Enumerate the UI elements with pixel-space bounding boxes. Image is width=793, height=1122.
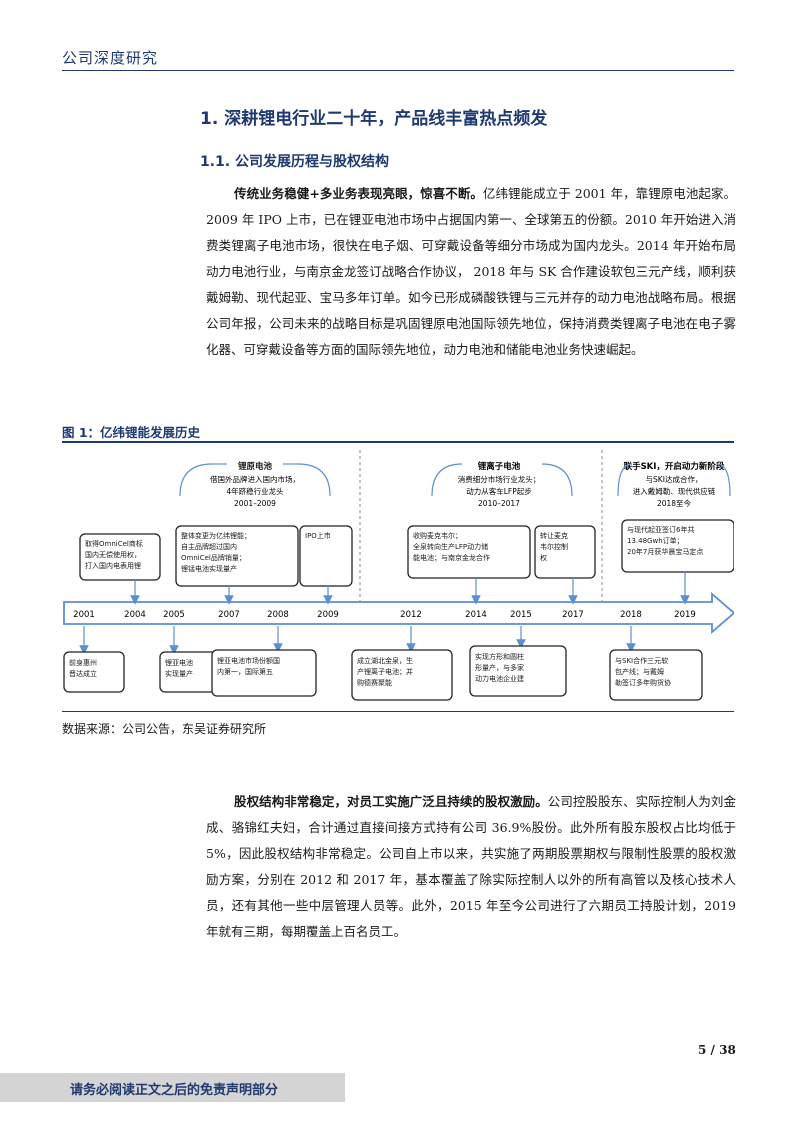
top-event-box-0 — [79, 533, 161, 581]
bottom-event-text: 包产线；与戴姆 — [615, 667, 664, 676]
bottom-event-text: 动力电池企业建 — [475, 674, 524, 683]
top-event-text: 自主品牌超过国内 — [181, 542, 237, 551]
year-label-2009: 2009 — [317, 610, 339, 620]
bottom-event-text: 实现量产 — [165, 669, 193, 678]
top-event-text: 整体变更为亿纬锂能； — [181, 531, 251, 540]
phase1-period: 2001–2009 — [234, 499, 276, 508]
bottom-event-text: 内第一，国际第五 — [217, 667, 273, 676]
bottom-event-box-2 — [211, 649, 317, 697]
bottom-event-text: 晋达成立 — [69, 669, 97, 678]
phase1-line1: 借国外品牌进入国内市场， — [210, 474, 300, 484]
timeline-diagram: 锂原电池 借国外品牌进入国内市场， 4年跻稳行业龙头 2001–2009 锂离子… — [63, 450, 734, 701]
top-event-text: 收购麦克韦尔； — [413, 531, 462, 540]
bottom-event-box-4 — [469, 645, 567, 697]
bottom-event-text: 锂亚电池市场份额国 — [217, 656, 280, 665]
bottom-event-text: 成立湖北金泉，生 — [357, 656, 413, 665]
figure-top-rule — [62, 441, 734, 443]
bottom-event-text: 形量产，与多家 — [475, 663, 524, 672]
phase3-line1: 与SKI达成合作， — [646, 474, 703, 484]
bottom-event-text: 产锂离子电池；并 — [357, 667, 413, 676]
top-event-text: 国内无偿使用权， — [85, 550, 141, 559]
year-label-2018: 2018 — [620, 610, 642, 620]
phase2-line1: 消费细分市场行业龙头； — [458, 474, 541, 484]
phase3-period: 2018至今 — [657, 498, 692, 508]
phase2-title: 锂离子电池 — [478, 461, 521, 472]
bottom-event-text: 勒签订多年购货协 — [615, 678, 671, 687]
report-category: 公司深度研究 — [62, 49, 159, 67]
top-event-text: 权 — [540, 553, 547, 562]
phase3-line2: 进入戴姆勒、现代供应链 — [633, 486, 716, 496]
top-event-box-2 — [299, 525, 353, 587]
subsection-heading: 1.1. 公司发展历程与股权结构 — [200, 154, 389, 170]
year-label-2012: 2012 — [400, 610, 422, 620]
top-event-text: 锂锰电池实现量产 — [181, 564, 237, 573]
year-label-2005: 2005 — [163, 610, 185, 620]
top-event-text: IPO上市 — [305, 531, 331, 540]
paragraph-body: 亿纬锂能成立于 2001 年，靠锂原电池起家。2009 年 IPO 上市，已在锂… — [206, 186, 736, 357]
top-event-box-1 — [175, 525, 299, 587]
bottom-event-box-0 — [63, 651, 125, 693]
figure-title: 图 1：亿纬锂能发展历史 — [62, 425, 201, 440]
figure-source: 数据来源：公司公告，东吴证券研究所 — [62, 722, 267, 736]
header-divider — [62, 70, 734, 71]
top-event-box-5 — [621, 519, 734, 573]
figure-bottom-rule — [62, 711, 734, 712]
paragraph-body-2: 公司控股股东、实际控制人为刘金成、骆锦红夫妇，合计通过直接间接方式持有公司 36… — [206, 794, 736, 939]
year-label-2001: 2001 — [73, 610, 95, 620]
year-label-2004: 2004 — [124, 610, 146, 620]
top-event-text: 转让麦克 — [540, 531, 568, 540]
year-label-2017: 2017 — [562, 610, 584, 620]
year-label-2008: 2008 — [267, 610, 289, 620]
phase2-period: 2010–2017 — [478, 499, 520, 508]
phase1-title: 锂原电池 — [238, 461, 273, 472]
phase3-title: 联手SKI，开启动力新阶段 — [624, 461, 725, 472]
year-labels: 2001 2004 2005 2007 2008 2009 2012 2014 2015 2017… — [73, 610, 696, 620]
page-number: 5 / 38 — [698, 1043, 736, 1057]
top-event-box-4 — [534, 525, 596, 579]
bottom-event-text: 前身惠州 — [69, 658, 97, 667]
top-event-box-3 — [407, 525, 531, 579]
bottom-event-text: 锂亚电池 — [165, 658, 193, 667]
top-event-text: 韦尔控制 — [540, 542, 568, 551]
bottom-event-box-5 — [609, 649, 703, 701]
year-label-2007: 2007 — [218, 610, 240, 620]
top-event-text: 打入国内电表用锂 — [85, 561, 141, 570]
top-event-text: 20年7月获华晨宝马定点 — [627, 547, 703, 556]
paragraph-lead-2: 股权结构非常稳定，对员工实施广泛且持续的股权激励。 — [234, 794, 548, 809]
year-label-2015: 2015 — [510, 610, 532, 620]
section-heading: 1. 深耕锂电行业二十年，产品线丰富热点频发 — [200, 109, 548, 129]
disclaimer-note: 请务必阅读正文之后的免责声明部分 — [70, 1083, 279, 1098]
phase2-line2: 动力从客车LFP起步 — [466, 486, 532, 496]
footer-bar — [0, 1073, 345, 1102]
top-event-text: 13.48Gwh订单； — [627, 536, 684, 545]
bottom-event-text: 实现方形和圆柱 — [475, 652, 524, 661]
bottom-event-box-3 — [351, 649, 453, 701]
bottom-event-text: 购德赛聚能 — [357, 678, 392, 687]
top-event-text: 全泉转向生产LFP动力储 — [413, 542, 488, 551]
year-label-2019: 2019 — [674, 610, 696, 620]
bottom-event-text: 与SKI合作三元软 — [615, 656, 668, 665]
top-event-text: 与现代起亚签订6年共 — [627, 525, 694, 534]
top-event-text: OmniCel品牌销量； — [181, 553, 246, 562]
phase1-line2: 4年跻稳行业龙头 — [226, 486, 284, 496]
paragraph-history: 传统业务稳健+多业务表现亮眼，惊喜不断。亿纬锂能成立于 2001 年，靠锂原电池… — [206, 181, 736, 363]
top-event-text: 能电池；与南京金龙合作 — [413, 553, 490, 562]
year-label-2014: 2014 — [465, 610, 487, 620]
paragraph-lead: 传统业务稳健+多业务表现亮眼，惊喜不断。 — [234, 186, 483, 201]
paragraph-equity: 股权结构非常稳定，对员工实施广泛且持续的股权激励。公司控股股东、实际控制人为刘金… — [206, 789, 736, 945]
top-event-text: 取得OmniCel商标 — [85, 539, 143, 548]
